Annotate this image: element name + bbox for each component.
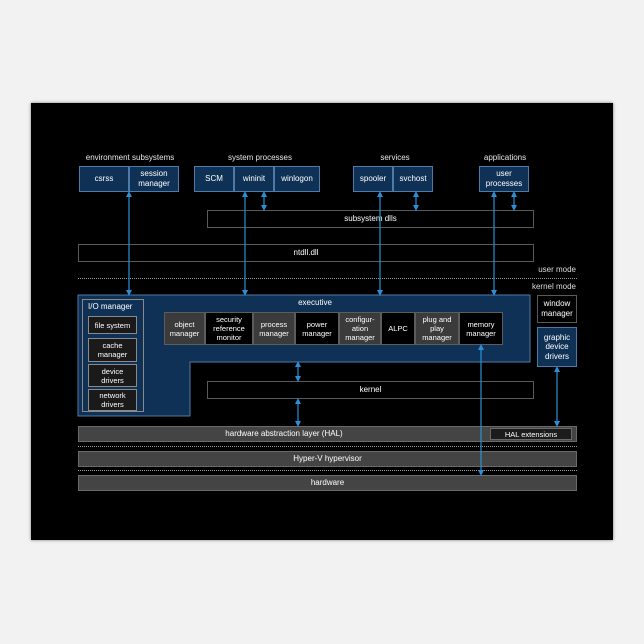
executive-title: executive (298, 298, 332, 308)
memory-manager-box: memory manager (459, 312, 503, 345)
hal-label: hardware abstraction layer (HAL) (225, 429, 343, 439)
applications-header: applications (483, 153, 527, 163)
hal-separator (78, 446, 577, 447)
hal-extensions-box: HAL extensions (490, 428, 572, 440)
csrss-box: csrss (79, 166, 129, 192)
network-drivers-box: network drivers (88, 389, 137, 411)
object-manager-box: object manager (164, 312, 205, 345)
io-manager-title: I/O manager (88, 302, 133, 311)
plug-and-play-manager-box: plug and play manager (415, 312, 459, 345)
spooler-box: spooler (353, 166, 393, 192)
system-processes-header: system processes (227, 153, 293, 163)
hypervisor-bar: Hyper-V hypervisor (78, 451, 577, 467)
power-manager-box: power manager (295, 312, 339, 345)
winlogon-box: winlogon (274, 166, 320, 192)
hardware-bar: hardware (78, 475, 577, 491)
process-manager-box: process manager (253, 312, 295, 345)
user-processes-box: user processes (479, 166, 529, 192)
ntdll-bar: ntdll.dll (78, 244, 534, 262)
hypervisor-separator (78, 470, 577, 471)
kernel-mode-label: kernel mode (531, 282, 576, 292)
user-mode-label: user mode (538, 265, 576, 275)
wininit-box: wininit (234, 166, 274, 192)
alpc-box: ALPC (381, 312, 415, 345)
graphic-device-drivers-box: graphic device drivers (537, 327, 577, 367)
window-manager-box: window manager (537, 295, 577, 323)
device-drivers-box: device drivers (88, 364, 137, 387)
security-reference-monitor-box: security reference monitor (205, 312, 253, 345)
hal-bar: hardware abstraction layer (HAL) (78, 426, 577, 442)
subsystem-dlls-bar: subsystem dlls (207, 210, 534, 228)
configuration-manager-box: configur- ation manager (339, 312, 381, 345)
session-manager-box: session manager (129, 166, 179, 192)
services-header: services (380, 153, 410, 163)
file-system-box: file system (88, 316, 137, 334)
mode-separator (78, 278, 577, 279)
environment-subsystems-header: environment subsystems (85, 153, 175, 163)
scm-box: SCM (194, 166, 234, 192)
cache-manager-box: cache manager (88, 338, 137, 362)
kernel-bar: kernel (207, 381, 534, 399)
